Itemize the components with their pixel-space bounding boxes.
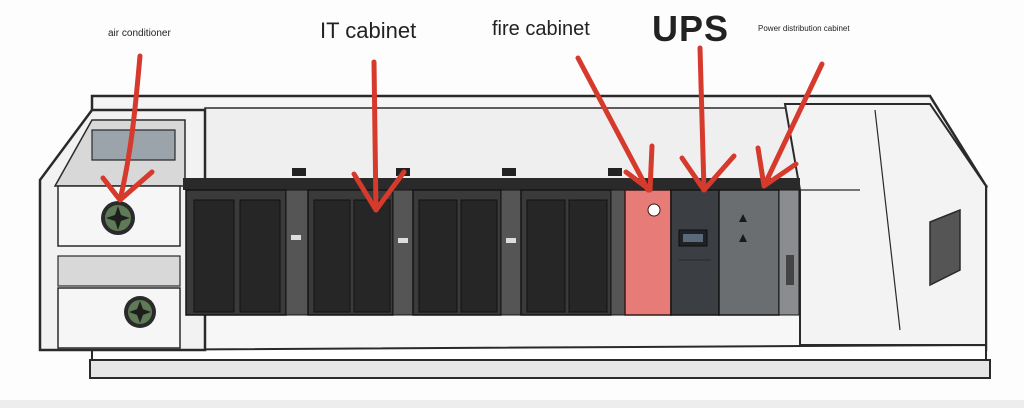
arrow-fire-cabinet: [575, 55, 655, 193]
it-cabinet: [412, 189, 522, 316]
arrow-air-conditioner: [100, 53, 155, 203]
power-distribution-cabinet: [718, 189, 800, 316]
arrow-power-distribution: [755, 61, 825, 189]
label-it-cabinet: IT cabinet: [320, 18, 417, 43]
fire-cabinet: [624, 189, 672, 316]
air-conditioner-unit: [38, 108, 207, 352]
container-floor: [89, 359, 991, 379]
ups-cabinet: [670, 189, 720, 316]
it-cabinet: [307, 189, 414, 316]
it-cabinet: [520, 189, 627, 316]
fan-icon: [101, 201, 135, 235]
label-fire-cabinet: fire cabinet: [492, 18, 590, 40]
label-power-distribution-cabinet: Power distribution cabinet: [758, 24, 850, 33]
it-cabinet: [185, 189, 309, 316]
label-ups: UPS: [652, 8, 730, 49]
fan-icon: [124, 296, 156, 328]
label-air-conditioner: air conditioner: [108, 28, 171, 39]
arrow-it-cabinet: [351, 59, 407, 213]
arrow-ups: [679, 45, 737, 193]
